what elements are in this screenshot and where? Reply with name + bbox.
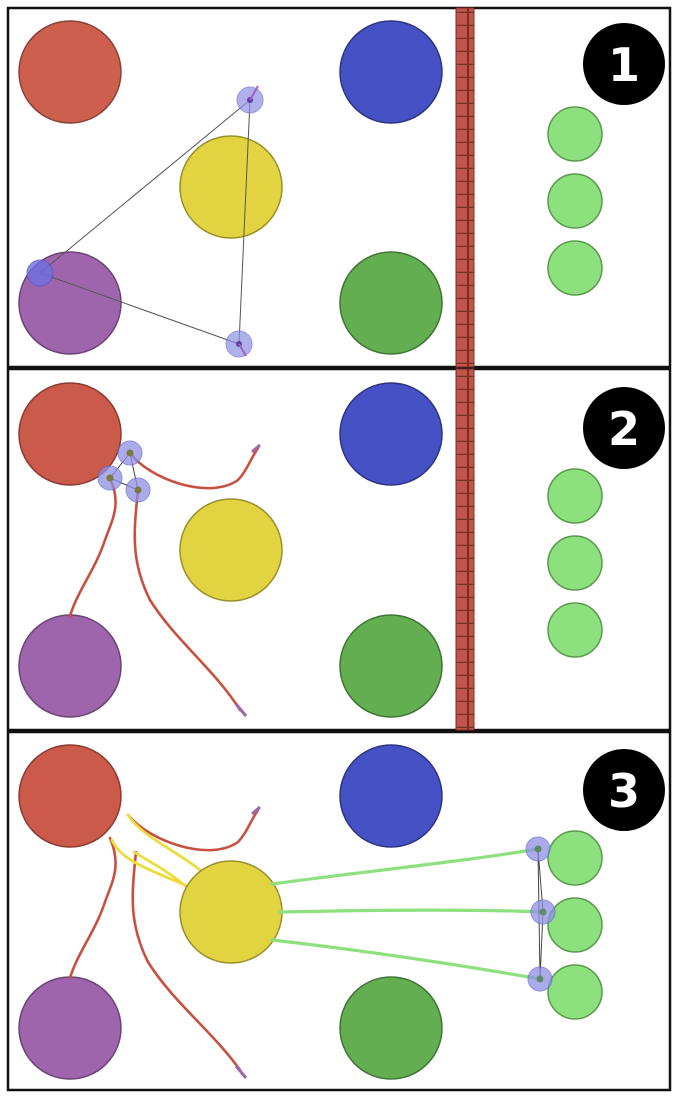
robot-path-red xyxy=(126,808,260,852)
brick-wall xyxy=(455,7,475,368)
small-green-circle xyxy=(547,173,603,229)
robot-path-yellow xyxy=(132,850,192,892)
purple-circle xyxy=(18,976,122,1080)
panel-1: 1 xyxy=(6,6,672,369)
robot-handle-dot xyxy=(536,975,544,983)
small-green-circle xyxy=(547,240,603,296)
panel-2: 2 xyxy=(6,367,672,732)
robot-handle-dot xyxy=(106,474,114,482)
robot-handle-dot xyxy=(539,908,547,916)
red-circle xyxy=(18,744,122,848)
robot-path-red xyxy=(68,836,117,980)
red-circle xyxy=(18,382,122,486)
small-green-circle xyxy=(547,897,603,953)
panel-1-label: 1 xyxy=(608,38,640,92)
robot-path-green xyxy=(270,847,540,886)
robot-handle-dot xyxy=(126,449,134,457)
panel-3-label: 3 xyxy=(608,764,640,818)
robot-heading xyxy=(249,85,259,101)
blue-circle xyxy=(339,744,443,848)
brick-wall xyxy=(455,368,475,731)
path-end-marker xyxy=(251,443,261,454)
robot-heading xyxy=(238,343,247,357)
panel-1-badge xyxy=(583,23,665,105)
blue-circle xyxy=(339,20,443,124)
green-circle xyxy=(339,614,443,718)
small-green-circle xyxy=(547,468,603,524)
small-green-circle xyxy=(547,830,603,886)
red-circle xyxy=(18,20,122,124)
robot-handle-dot xyxy=(134,486,142,494)
purple-circle xyxy=(18,614,122,718)
robot-path-green xyxy=(278,908,545,914)
selection-triangle xyxy=(39,98,251,345)
small-green-circle xyxy=(547,535,603,591)
yellow-circle xyxy=(179,498,283,602)
path-end-marker xyxy=(234,703,248,717)
small-green-circle xyxy=(547,602,603,658)
panel-3-badge xyxy=(583,749,665,831)
green-circle xyxy=(339,976,443,1080)
selection-triangle xyxy=(109,451,139,491)
robot-handle-dot xyxy=(534,845,542,853)
small-green-circle xyxy=(547,106,603,162)
blue-circle xyxy=(339,382,443,486)
panel-3: 3 xyxy=(6,730,672,1092)
path-end-marker xyxy=(251,805,261,816)
small-green-circle xyxy=(547,964,603,1020)
robot-path-yellow xyxy=(126,813,202,872)
green-circle xyxy=(339,251,443,355)
robot-path-red xyxy=(128,446,260,490)
path-end-marker xyxy=(234,1065,248,1079)
robot-path-red xyxy=(133,488,242,712)
robot-path-yellow xyxy=(110,838,187,887)
robot-path-red xyxy=(131,850,242,1072)
panel-2-badge xyxy=(583,387,665,469)
robot-path-green xyxy=(270,938,542,981)
yellow-circle xyxy=(179,860,283,964)
panel-2-label: 2 xyxy=(608,402,640,456)
yellow-circle xyxy=(179,135,283,239)
robot-handle xyxy=(26,259,54,287)
robot-path-red xyxy=(68,476,117,618)
